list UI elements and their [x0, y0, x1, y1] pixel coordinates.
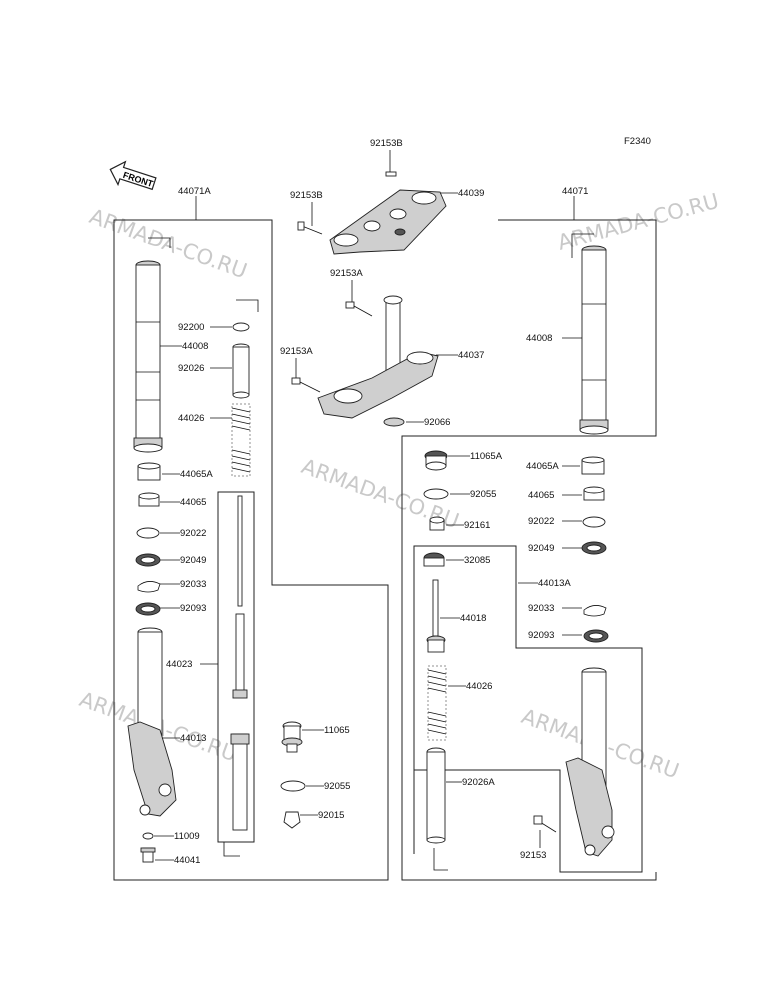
label-44065-right: 44065	[528, 490, 554, 501]
valve-11065	[281, 721, 303, 753]
label-92026: 92026	[178, 363, 204, 374]
upper-clamp-44039	[329, 189, 447, 255]
label-44018: 44018	[460, 613, 486, 624]
label-44065A-right: 44065A	[526, 461, 559, 472]
label-92153: 92153	[520, 850, 546, 861]
lower-clamp-44037	[317, 295, 439, 419]
right-outer-tube	[571, 233, 609, 435]
rod-44018	[426, 579, 446, 653]
label-92093-left: 92093	[180, 603, 206, 614]
label-44026-left: 44026	[178, 413, 204, 424]
spacer-92026A	[426, 747, 446, 844]
oring-92055-right	[423, 488, 449, 500]
label-44065A-left: 44065A	[180, 469, 213, 480]
label-92153B-top: 92153B	[370, 138, 403, 149]
label-92153B-left: 92153B	[290, 190, 323, 201]
label-92033-right: 92033	[528, 603, 554, 614]
label-92026A: 92026A	[462, 777, 495, 788]
label-44041: 44041	[174, 855, 200, 866]
right-bottom-bracket	[433, 848, 448, 871]
right-fork-frame	[401, 219, 657, 881]
spring-44026-right	[427, 665, 447, 741]
label-92200: 92200	[178, 322, 204, 333]
label-44037: 44037	[458, 350, 484, 361]
label-92022-right: 92022	[528, 516, 554, 527]
label-92153A-left: 92153A	[280, 346, 313, 357]
label-44026-right: 44026	[466, 681, 492, 692]
cartridge-44023	[223, 495, 250, 857]
oring-92055-center	[280, 780, 306, 792]
label-92049-left: 92049	[180, 555, 206, 566]
left-outer-tube	[133, 237, 171, 453]
part-92200	[232, 322, 250, 332]
inner-tube-44013	[127, 627, 177, 817]
label-92161: 92161	[464, 520, 490, 531]
watermark-2: ARMADA-CO.RU	[555, 189, 721, 255]
label-92015: 92015	[318, 810, 344, 821]
bolt-92153A-left	[291, 377, 321, 393]
bolt-92153	[533, 815, 557, 833]
label-11065A: 11065A	[470, 451, 503, 462]
label-92033-left: 92033	[180, 579, 206, 590]
label-92055-center: 92055	[324, 781, 350, 792]
label-44013: 44013	[180, 733, 206, 744]
label-44008-left: 44008	[182, 341, 208, 352]
nut-92015	[283, 811, 301, 829]
seal-92066	[383, 417, 405, 427]
label-92055-right: 92055	[470, 489, 496, 500]
left-seal-stack	[135, 462, 161, 616]
left-fork-frame	[113, 219, 389, 881]
watermark-1: ARMADA-CO.RU	[86, 204, 250, 283]
cap-11065A	[424, 450, 448, 471]
damper-frame	[413, 545, 643, 873]
bolt-92153A-top	[345, 301, 373, 317]
watermarks: ARMADA-CO.RU ARMADA-CO.RU ARMADA-CO.RU A…	[76, 189, 721, 784]
label-11009: 11009	[174, 831, 200, 842]
part-92161	[429, 516, 445, 531]
label-92153A-top: 92153A	[330, 268, 363, 279]
right-seal-stack	[581, 456, 609, 643]
part-32085	[423, 552, 445, 567]
label-32085: 32085	[464, 555, 490, 566]
spacer-92026	[232, 343, 250, 399]
front-arrow-icon: FRONT	[109, 160, 157, 191]
label-44023: 44023	[166, 659, 192, 670]
bolt-92153B-left	[297, 221, 323, 235]
label-92049-right: 92049	[528, 543, 554, 554]
label-44013A: 44013A	[538, 578, 571, 589]
part-11009	[142, 832, 154, 840]
label-44071A: 44071A	[178, 186, 211, 197]
bolt-44041	[140, 847, 156, 863]
label-44065-left: 44065	[180, 497, 206, 508]
label-92022-left: 92022	[180, 528, 206, 539]
label-44008-right: 44008	[526, 333, 552, 344]
label-44071: 44071	[562, 186, 588, 197]
label-92093-right: 92093	[528, 630, 554, 641]
figure-code: F2340	[624, 136, 651, 147]
bolt-92153B-top	[385, 150, 397, 177]
label-44039: 44039	[458, 188, 484, 199]
label-92066: 92066	[424, 417, 450, 428]
label-11065: 11065	[324, 725, 350, 736]
spring-44026-left	[231, 403, 251, 477]
inner-tube-44013A	[565, 667, 615, 857]
cartridge-44023-frame	[217, 491, 255, 843]
